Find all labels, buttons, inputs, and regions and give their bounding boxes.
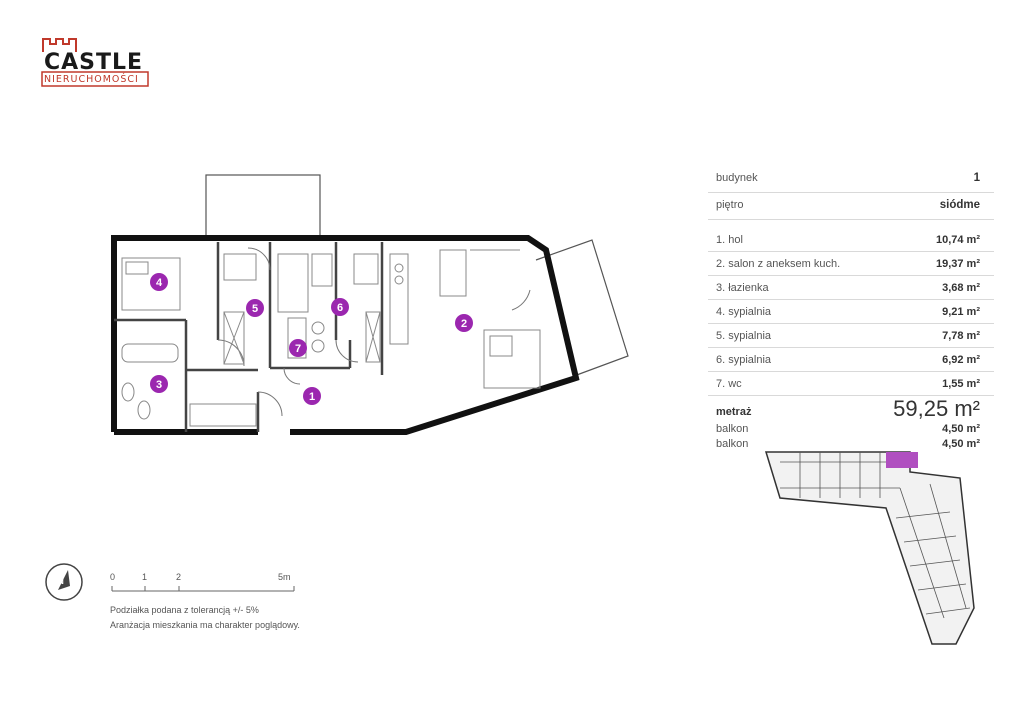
room-row: 7. wc 1,55 m² [708, 372, 994, 396]
bathtub [121, 343, 179, 363]
room-row: 4. sypialnia 9,21 m² [708, 300, 994, 324]
floor-plan-drawing: 1 2 3 4 5 6 7 [111, 174, 629, 435]
room-label: 7. wc [716, 378, 742, 390]
balcony-row: balkon 4,50 m² [708, 437, 994, 452]
balcony-row: balkon 4,50 m² [708, 422, 994, 437]
scale-line [111, 586, 295, 592]
svg-text:3: 3 [156, 379, 162, 391]
svg-text:5: 5 [252, 303, 258, 315]
room-label: 6. sypialnia [716, 354, 772, 366]
building-label: budynek [716, 172, 758, 184]
dining-table [439, 249, 467, 297]
floor-value: siódme [939, 199, 980, 211]
floor-plan: 1 2 3 4 5 6 7 [100, 170, 640, 440]
compass-letter: N [58, 577, 64, 586]
room-area: 7,78 m² [942, 330, 980, 342]
room-badge-3: 3 [150, 375, 168, 393]
svg-text:7: 7 [295, 343, 301, 355]
building-key-plan [760, 448, 1000, 654]
total-area-row: metraż 59,25 m² [708, 396, 994, 422]
logo-subtitle: NIERUCHOMOŚCI [44, 74, 139, 85]
room-badge-2: 2 [455, 314, 473, 332]
svg-text:6: 6 [337, 302, 343, 314]
key-plan-drawing [764, 451, 975, 645]
room-area: 6,92 m² [942, 354, 980, 366]
apartment-info-table: budynek 1 piętro siódme 1. hol 10,74 m² 2… [708, 166, 994, 452]
floor-label: piętro [716, 199, 744, 211]
room-row: 3. łazienka 3,68 m² [708, 276, 994, 300]
room-row: 2. salon z aneksem kuch. 19,37 m² [708, 252, 994, 276]
room-badge-5: 5 [246, 299, 264, 317]
scale-tick-label: 5m [278, 572, 291, 582]
arrangement-note: Aranżacja mieszkania ma charakter pogląd… [110, 620, 300, 630]
scale-tick-label: 2 [176, 572, 182, 582]
total-label: metraż [716, 406, 752, 418]
company-logo: CASTLE NIERUCHOMOŚCI [40, 36, 152, 88]
sofa [483, 329, 541, 389]
room-area: 10,74 m² [935, 234, 980, 246]
balcony-label: balkon [716, 438, 749, 450]
building-value: 1 [973, 172, 980, 184]
room-row: 1. hol 10,74 m² [708, 228, 994, 252]
svg-text:2: 2 [461, 318, 467, 330]
room-badge-4: 4 [150, 273, 168, 291]
room-label: 3. łazienka [716, 282, 769, 294]
room-area: 19,37 m² [935, 258, 980, 270]
room-label: 5. sypialnia [716, 330, 772, 342]
compass: N [44, 562, 84, 602]
room-badge-1: 1 [303, 387, 321, 405]
total-value: 59,25 m² [893, 396, 980, 421]
balcony-top [205, 174, 321, 238]
room-row: 6. sypialnia 6,92 m² [708, 348, 994, 372]
room-badge-6: 6 [331, 298, 349, 316]
current-apartment-highlight [886, 452, 918, 468]
room-area: 9,21 m² [942, 306, 980, 318]
room-label: 4. sypialnia [716, 306, 772, 318]
bed-4 [121, 257, 181, 311]
tolerance-note: Podziałka podana z tolerancją +/- 5% [110, 605, 259, 615]
balcony-area: 4,50 m² [942, 423, 980, 435]
floor-row: piętro siódme [708, 193, 994, 220]
room-area: 3,68 m² [942, 282, 980, 294]
room-label: 2. salon z aneksem kuch. [716, 258, 841, 270]
bed-6 [277, 253, 309, 313]
building-row: budynek 1 [708, 166, 994, 193]
svg-text:4: 4 [156, 277, 163, 289]
balcony-label: balkon [716, 423, 749, 435]
room-row: 5. sypialnia 7,78 m² [708, 324, 994, 348]
room-area: 1,55 m² [942, 378, 980, 390]
castle-battlement-icon [41, 38, 149, 87]
balcony-right [535, 239, 629, 377]
room-badge-7: 7 [289, 339, 307, 357]
north-arrow-icon [45, 563, 83, 601]
plan-notes: Podziałka podana z tolerancją +/- 5% Ara… [110, 603, 300, 633]
balcony-area: 4,50 m² [942, 438, 980, 450]
room-badges: 1 2 3 4 5 6 7 [150, 273, 473, 405]
scale-tick-label: 1 [142, 572, 148, 582]
room-label: 1. hol [716, 234, 743, 246]
scale-bar: 0 1 2 5m [108, 572, 298, 592]
scale-tick-label: 0 [110, 572, 116, 582]
svg-text:1: 1 [309, 391, 315, 403]
logo-brand: CASTLE [44, 50, 144, 75]
